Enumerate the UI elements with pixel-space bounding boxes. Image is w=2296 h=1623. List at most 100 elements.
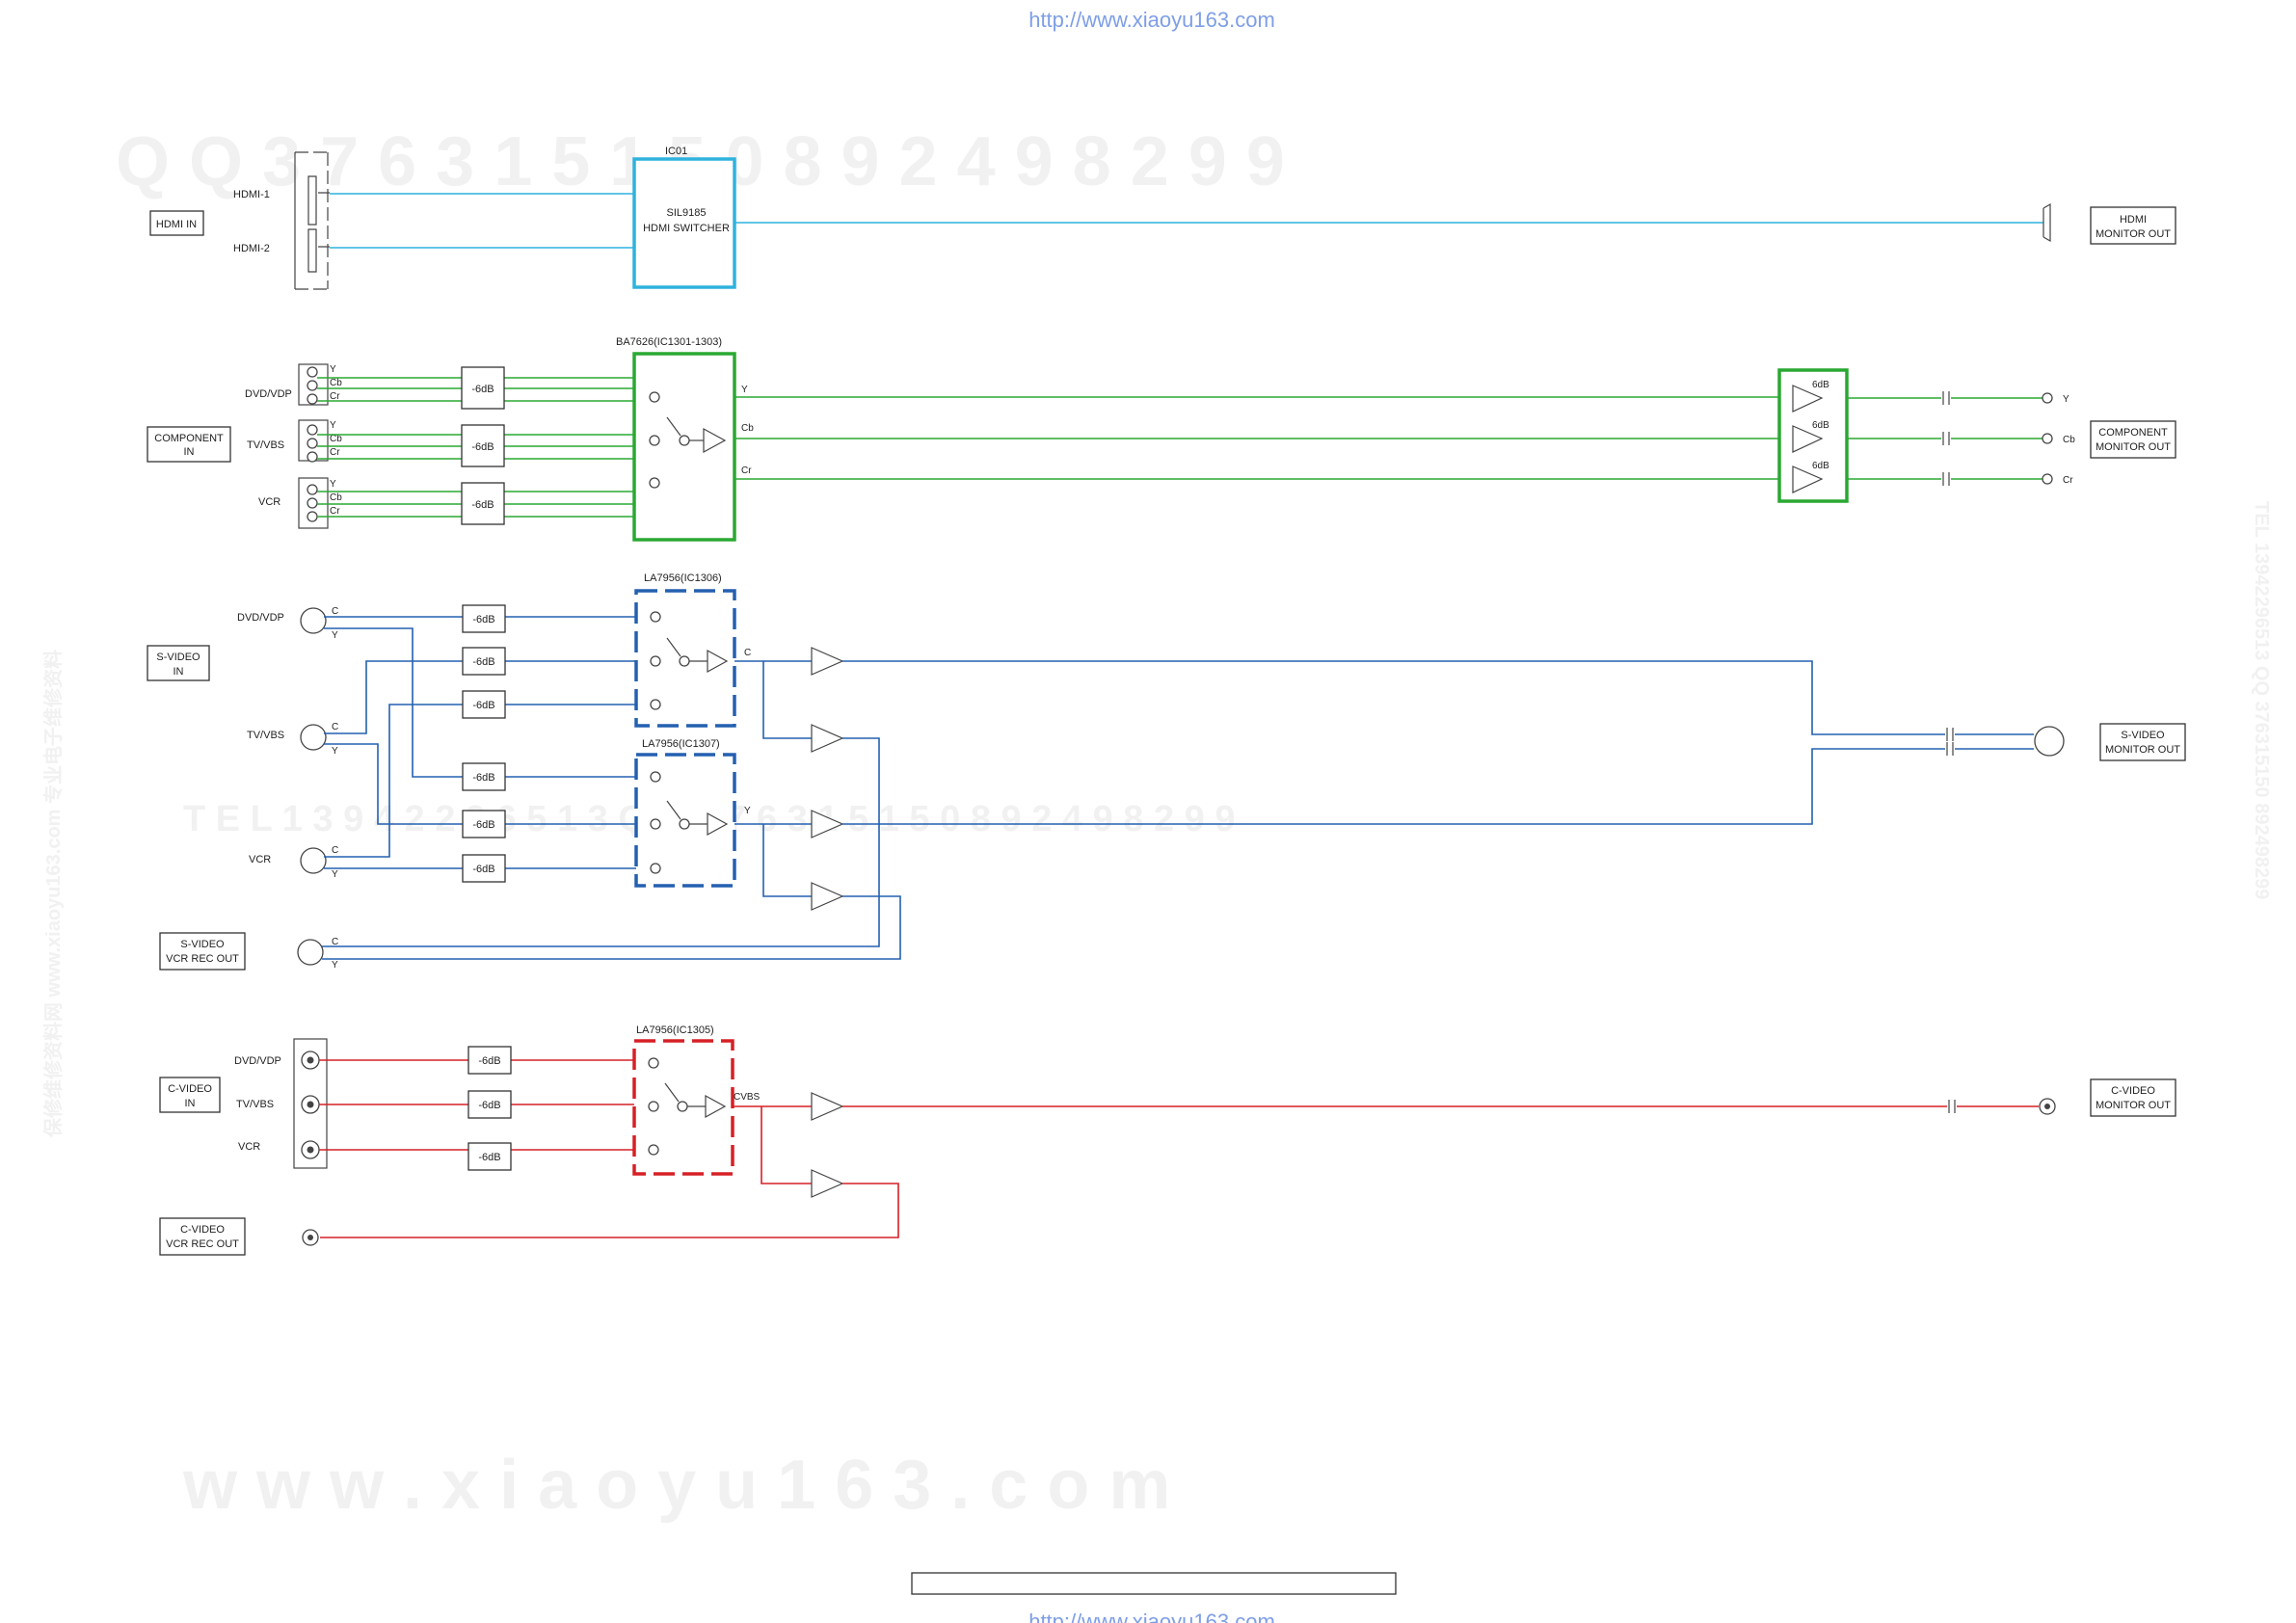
component-dvd-pin-y: Y xyxy=(330,364,336,375)
svideo-att-c2 xyxy=(462,647,506,676)
footer-url[interactable]: http://www.xiaoyu163.com xyxy=(1028,1610,1275,1623)
component-amp-cb-gain: 6dB xyxy=(1812,420,1829,431)
svideo-c-switch-arm xyxy=(666,637,681,657)
svideo-att-c2-label: -6dB xyxy=(472,656,494,668)
component-monitor-pin-y: Y xyxy=(2063,394,2069,405)
hdmi-2-connector-icon xyxy=(307,228,330,273)
svideo-y-out-pin: Y xyxy=(744,806,751,816)
component-tv-label: TV/VBS xyxy=(247,439,284,451)
component-switch-pole-3 xyxy=(649,477,660,489)
svideo-monitor-lines xyxy=(842,660,1945,825)
component-amp-y-gain: 6dB xyxy=(1812,380,1829,390)
component-vcr-cr-jack xyxy=(307,511,318,522)
component-amp-cb xyxy=(1792,425,1824,453)
cvideo-rec-jack-pin xyxy=(307,1235,313,1240)
component-dvd-label: DVD/VDP xyxy=(245,388,292,400)
svideo-dvd-pin-c: C xyxy=(332,606,338,617)
component-tv-pin-cb: Cb xyxy=(330,434,342,444)
component-switch-common xyxy=(679,435,690,446)
hdmi-out-label-1: HDMI xyxy=(2120,214,2147,226)
component-dvd-cb-jack xyxy=(307,380,318,391)
component-out-pin-cr: Cr xyxy=(741,466,752,476)
svideo-out-label-2: MONITOR OUT xyxy=(2105,744,2180,756)
svideo-tv-pin-c: C xyxy=(332,722,338,732)
component-dvd-attenuator-label: -6dB xyxy=(471,384,494,395)
cvideo-monitor-driver xyxy=(811,1092,844,1121)
hdmi-1-connector-icon xyxy=(307,175,330,226)
svideo-rec-label-1: S-VIDEO xyxy=(180,939,225,950)
svideo-c-pole-1 xyxy=(650,611,661,623)
watermark-side-right: TEL 13942296513 QQ 376315150 892498299 xyxy=(2251,501,2272,899)
cvideo-out-label-2: MONITOR OUT xyxy=(2096,1100,2171,1111)
svideo-rec-lines xyxy=(322,737,901,960)
svideo-monitor-jack xyxy=(2034,726,2065,757)
hdmi-connector-housing xyxy=(295,151,329,290)
component-in-label-1: COMPONENT xyxy=(154,433,224,444)
header-url[interactable]: http://www.xiaoyu163.com xyxy=(1028,8,1275,32)
svideo-att-y3 xyxy=(462,854,506,883)
svideo-coupling-caps xyxy=(1946,728,1954,756)
hdmi-in-label-box xyxy=(149,210,204,236)
component-out-pin-cb: Cb xyxy=(741,423,754,434)
component-vcr-label: VCR xyxy=(258,496,280,508)
svideo-y-switch-arm xyxy=(666,800,681,820)
component-amp-y xyxy=(1792,385,1824,412)
svideo-c-common xyxy=(679,655,690,667)
component-vcr-pin-y: Y xyxy=(330,479,336,490)
component-monitor-pin-cb: Cb xyxy=(2063,435,2075,445)
svideo-vcr-c-line xyxy=(324,704,636,858)
cvideo-dvd-jack-pin xyxy=(307,1056,314,1064)
component-out-label-1: COMPONENT xyxy=(2098,427,2168,439)
cvideo-common xyxy=(677,1101,688,1112)
cvideo-switch-arm xyxy=(664,1082,680,1103)
component-amp-cr xyxy=(1792,466,1824,493)
cvideo-att-1-label: -6dB xyxy=(478,1055,500,1067)
svideo-c-monitor-driver xyxy=(811,647,844,676)
svideo-in-label-box xyxy=(147,645,210,681)
component-tv-cb-jack xyxy=(307,438,318,449)
cvideo-in-label-2: IN xyxy=(185,1098,196,1109)
component-monitor-lines xyxy=(1847,397,2043,480)
svideo-att-y2-label: -6dB xyxy=(472,819,494,831)
svideo-tv-label: TV/VBS xyxy=(247,730,284,741)
component-ic-ref: BA7626(IC1301-1303) xyxy=(616,336,722,348)
svideo-y-pole-2 xyxy=(650,818,661,830)
svideo-out-label-box xyxy=(2099,723,2186,761)
cvideo-att-3 xyxy=(467,1142,512,1171)
svideo-att-y2 xyxy=(462,810,506,838)
cvideo-vcr-jack-pin xyxy=(307,1146,314,1154)
cvideo-dvd-label: DVD/VDP xyxy=(234,1055,281,1067)
svideo-tv-pin-y: Y xyxy=(332,746,338,757)
hdmi-switcher-ic xyxy=(632,157,736,289)
svideo-c-pole-3 xyxy=(650,699,661,710)
cvideo-ic-ref: LA7956(IC1305) xyxy=(636,1024,714,1036)
svideo-att-y1 xyxy=(462,762,506,791)
cvideo-att-3-label: -6dB xyxy=(478,1152,500,1163)
svideo-y-rec-driver xyxy=(811,882,844,911)
svideo-y-monitor-driver xyxy=(811,810,844,838)
watermark-line-3: w w w . x i a o y u 1 6 3 . c o m xyxy=(182,1447,1170,1524)
svideo-y-buffer xyxy=(707,812,729,837)
component-out-cr-jack xyxy=(2042,473,2053,485)
component-out-pin-y: Y xyxy=(741,385,748,395)
component-dvd-cr-jack xyxy=(307,393,318,405)
svideo-rec-label-2: VCR REC OUT xyxy=(166,953,239,965)
component-amp-cr-gain: 6dB xyxy=(1812,461,1829,471)
component-in-label-2: IN xyxy=(184,446,195,458)
cvideo-vcr-label: VCR xyxy=(238,1141,260,1153)
component-vcr-attenuator-label: -6dB xyxy=(471,499,494,511)
component-switch-buffer xyxy=(703,427,727,454)
svideo-y-pole-1 xyxy=(650,771,661,783)
cvideo-out-label-1: C-VIDEO xyxy=(2111,1085,2155,1097)
cvideo-att-2-label: -6dB xyxy=(478,1100,500,1111)
svideo-ic-c-ref: LA7956(IC1306) xyxy=(644,572,722,584)
cvideo-in-label-box xyxy=(159,1077,221,1113)
component-tv-pin-cr: Cr xyxy=(330,447,340,458)
svideo-vcr-jack xyxy=(300,847,327,874)
component-dvd-pin-cr: Cr xyxy=(330,391,340,402)
svideo-att-c1 xyxy=(462,604,506,633)
title-block xyxy=(911,1572,1397,1595)
svideo-rec-pin-y: Y xyxy=(332,960,338,971)
hdmi-out-label-box xyxy=(2090,206,2176,245)
